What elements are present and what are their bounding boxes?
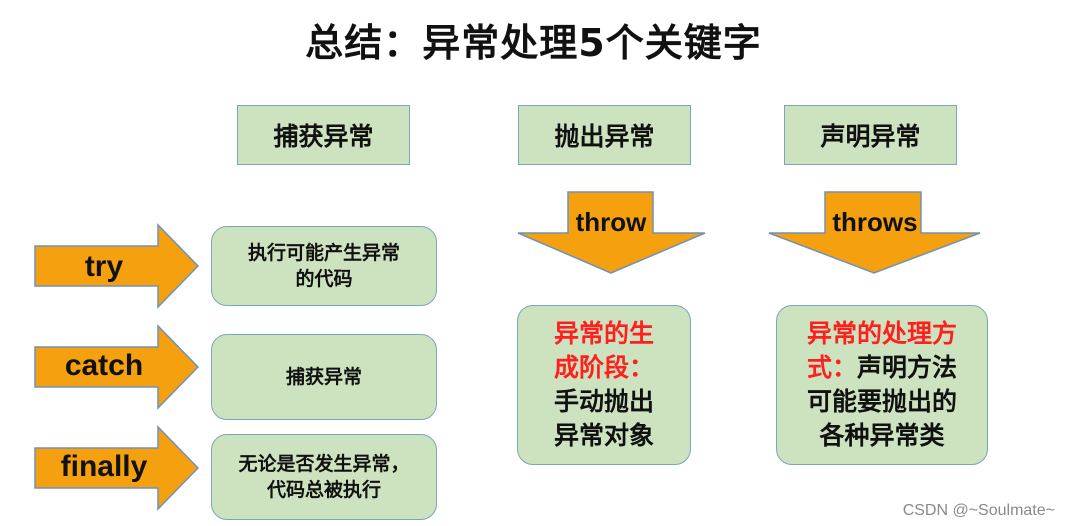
watermark: CSDN @~Soulmate~ bbox=[902, 502, 1055, 519]
throws-detail-line3: 可能要抛出的 bbox=[806, 387, 957, 416]
catch-description: 捕获异常 bbox=[285, 366, 362, 388]
finally-description-line1: 无论是否发生异常， bbox=[238, 453, 410, 475]
throws-detail-line2-text: 声明方法 bbox=[857, 353, 958, 382]
throws-detail-line2: 式：声明方法 bbox=[807, 351, 957, 385]
throws-arrow bbox=[768, 191, 981, 274]
throw-detail-red-line1: 异常的生 bbox=[553, 319, 654, 348]
throws-detail-box: 异常的处理方 式：声明方法 可能要抛出的 各种异常类 bbox=[776, 305, 988, 465]
page-title: 总结：异常处理5个关键字 bbox=[305, 21, 762, 65]
try-description-box: 执行可能产生异常 的代码 bbox=[211, 226, 437, 306]
try-keyword: try bbox=[84, 250, 124, 283]
throw-detail-red-line2: 成阶段： bbox=[553, 353, 654, 382]
try-description-line1: 执行可能产生异常 bbox=[247, 242, 400, 264]
throw-detail-line3: 手动抛出 bbox=[553, 387, 654, 416]
throws-detail-red-line1: 异常的处理方 bbox=[806, 319, 957, 348]
finally-arrow bbox=[34, 425, 200, 511]
throws-keyword: throws bbox=[832, 207, 918, 237]
catch-description-box: 捕获异常 bbox=[211, 334, 437, 420]
try-description-line2: 的代码 bbox=[295, 268, 353, 290]
throws-detail-line4: 各种异常类 bbox=[819, 421, 945, 450]
catch-arrow bbox=[34, 324, 200, 410]
header-declare-exception: 声明异常 bbox=[784, 105, 957, 165]
try-arrow bbox=[34, 223, 200, 309]
throw-keyword: throw bbox=[575, 207, 647, 237]
finally-description-box: 无论是否发生异常， 代码总被执行 bbox=[211, 434, 437, 520]
finally-keyword: finally bbox=[60, 450, 148, 483]
throw-detail-line4: 异常对象 bbox=[553, 421, 654, 450]
throw-arrow bbox=[517, 191, 706, 274]
catch-keyword: catch bbox=[64, 349, 144, 382]
throws-detail-red-line2: 式： bbox=[806, 353, 857, 382]
header-throw-exception: 抛出异常 bbox=[518, 105, 691, 165]
header-catch-exception: 捕获异常 bbox=[237, 105, 410, 165]
throw-detail-box: 异常的生 成阶段： 手动抛出 异常对象 bbox=[517, 305, 691, 465]
finally-description-line2: 代码总被执行 bbox=[266, 479, 381, 501]
